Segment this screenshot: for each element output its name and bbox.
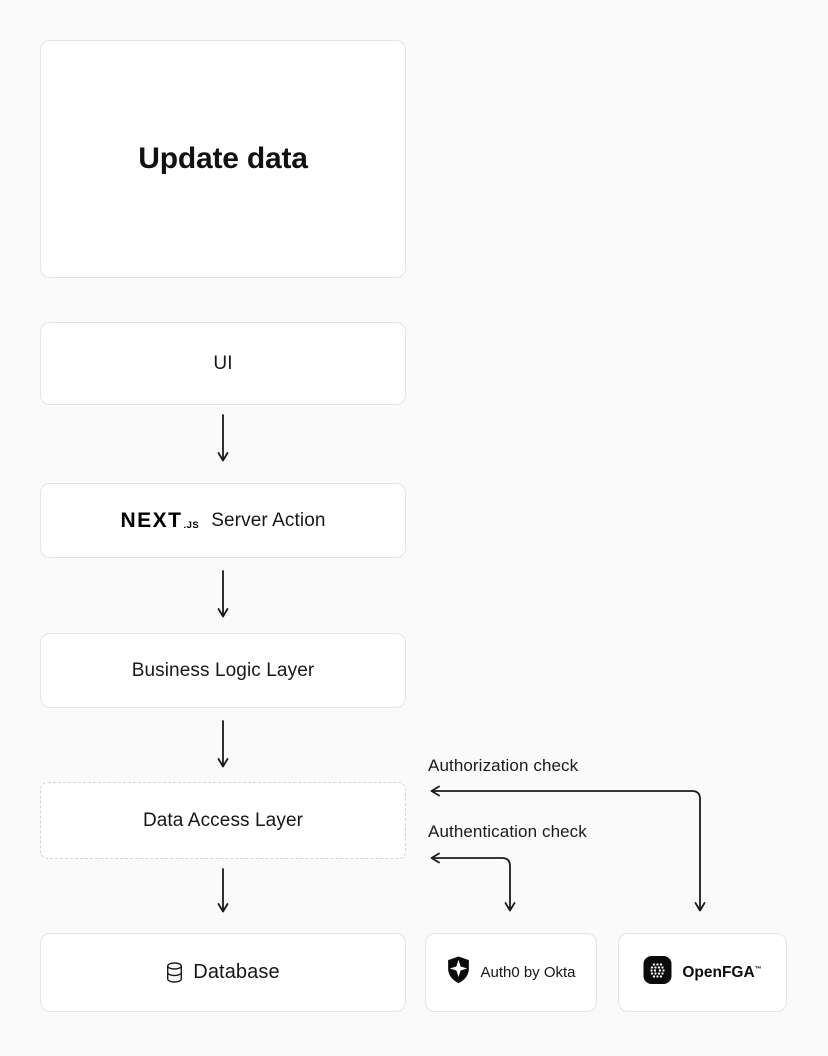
auth0-row: Auth0 by Okta — [446, 956, 576, 989]
authorization-check-label: Authorization check — [428, 756, 579, 775]
node-update-data: Update data — [40, 40, 406, 278]
data-access-layer-label: Data Access Layer — [142, 809, 304, 831]
authentication-check-label: Authentication check — [428, 822, 587, 841]
node-business-logic-layer: Business Logic Layer — [40, 633, 406, 708]
node-ui: UI — [40, 322, 406, 405]
node-data-access-layer: Data Access Layer — [40, 782, 406, 859]
node-openfga: OpenFGA™ — [618, 933, 787, 1012]
update-data-label: Update data — [138, 142, 308, 175]
server-action-row: NEXT .JS Server Action — [120, 510, 325, 532]
node-nextjs-server-action: NEXT .JS Server Action — [40, 483, 406, 558]
database-label: Database — [193, 961, 280, 983]
nextjs-logo: NEXT .JS — [120, 510, 199, 531]
auth0-shield-icon — [446, 956, 471, 989]
openfga-label: OpenFGA™ — [682, 964, 761, 982]
business-logic-layer-label: Business Logic Layer — [131, 659, 315, 681]
nextjs-wordmark-suffix: .JS — [183, 519, 200, 531]
node-database: Database — [40, 933, 406, 1012]
database-cylinder-icon — [166, 962, 183, 983]
openfga-matrix-icon — [643, 955, 672, 990]
nextjs-wordmark: NEXT — [120, 509, 183, 532]
arrow-authorization-check-openfga — [430, 785, 706, 912]
node-auth0: Auth0 by Okta — [425, 933, 597, 1012]
server-action-label: Server Action — [211, 509, 326, 531]
database-row: Database — [166, 961, 280, 984]
ui-label: UI — [213, 352, 233, 374]
auth0-label: Auth0 by Okta — [480, 964, 576, 981]
openfga-row: OpenFGA™ — [643, 955, 762, 990]
openfga-trademark: ™ — [754, 965, 762, 973]
arrow-authentication-check-auth0 — [430, 852, 516, 912]
openfga-wordmark: OpenFGA — [682, 963, 755, 981]
